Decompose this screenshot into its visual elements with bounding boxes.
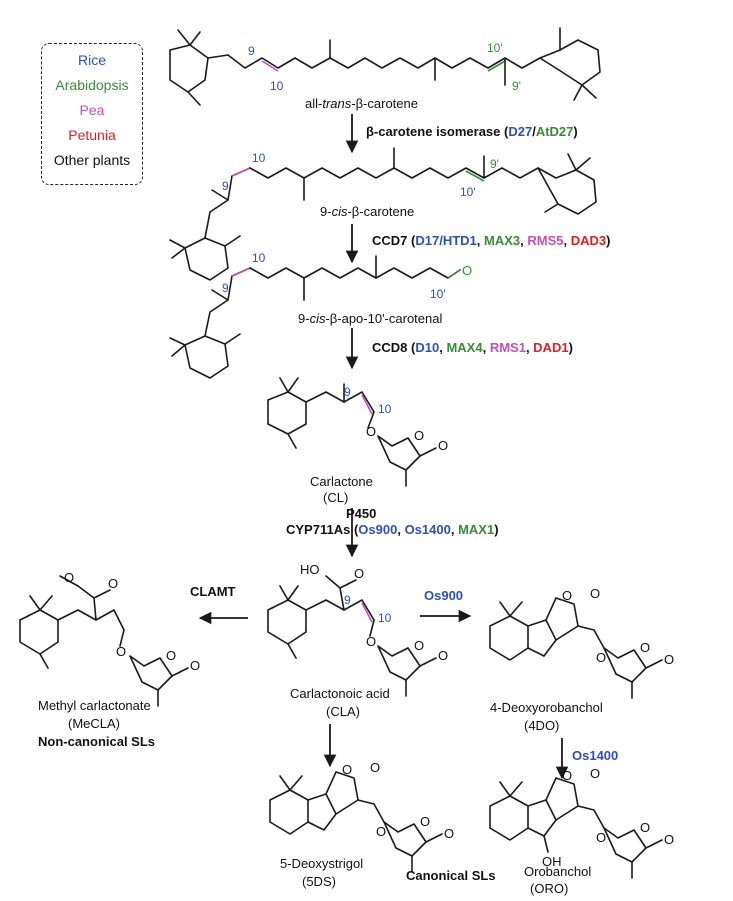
locant-9p-second: 9' (490, 157, 499, 171)
label-nine-cis-beta-carotene: 9-cis-β-carotene (320, 204, 414, 219)
carlactonoic-acid-structure (267, 575, 437, 697)
four-deoxyorobanchol-structure (489, 597, 663, 699)
enzyme-isomerase-label: β-carotene isomerase (D27/AtD27) (366, 124, 578, 139)
enzyme-os1400-label: Os1400 (572, 748, 618, 763)
locant-10-cl: 10 (378, 402, 392, 416)
legend-item-rice: Rice (77, 52, 106, 68)
legend-item-petunia: Petunia (68, 127, 116, 143)
atom-O-aldehyde: O (462, 263, 472, 278)
atom-O-oro-lactone: O (664, 832, 674, 847)
enzyme-clamt-label: CLAMT (190, 584, 236, 599)
legend-item-pea: Pea (79, 102, 105, 118)
label-apo-carotenal: 9-cis-β-apo-10'-carotenal (298, 311, 442, 326)
atom-O-5ds-ether: O (376, 824, 386, 839)
atom-O-cl-carbonyl: O (438, 438, 448, 453)
label-4-deoxyorobanchol-abbr: (4DO) (524, 718, 559, 733)
atom-O-mecla-ester: O (64, 570, 74, 585)
atom-O-5ds-ring: O (342, 762, 352, 777)
locant-10p-third: 10' (430, 287, 446, 301)
locant-9-cla: 9 (344, 593, 351, 607)
label-all-trans-beta-carotene: all-trans-β-carotene (305, 96, 418, 111)
label-carlactonoic-acid: Carlactonoic acid (290, 686, 390, 701)
atom-O-mecla-carbonyl: O (108, 576, 118, 591)
atom-O-mecla-ether: O (116, 644, 126, 659)
label-4-deoxyorobanchol: 4-Deoxyorobanchol (490, 700, 603, 715)
label-methyl-carlactonate-abbr: (MeCLA) (68, 716, 120, 731)
atom-O-4do-lactone: O (664, 652, 674, 667)
label-carlactonoic-acid-abbr: (CLA) (326, 704, 360, 719)
locant-10-top: 10 (270, 79, 284, 93)
locant-9-third: 9 (222, 281, 229, 295)
enzyme-os900-label: Os900 (424, 588, 463, 603)
atom-O-5ds-butenolide: O (420, 814, 430, 829)
atom-O-cl-ring: O (414, 428, 424, 443)
nine-cis-apo-carotenal-structure (169, 255, 461, 379)
enzyme-ccd7-label: CCD7 (D17/HTD1, MAX3, RMS5, DAD3) (372, 233, 610, 248)
enzyme-cyp711-label: CYP711As (Os900, Os1400, MAX1) (286, 522, 499, 537)
atom-O-4do-butenolide: O (640, 640, 650, 655)
locant-9-cl: 9 (344, 385, 351, 399)
locant-10-second: 10 (252, 151, 266, 165)
label-canonical-sls: Canonical SLs (406, 868, 496, 883)
label-orobanchol: Orobanchol (524, 864, 591, 879)
label-carlactone: Carlactone (310, 474, 373, 489)
atom-O-4do-ring: O (562, 588, 572, 603)
legend-item-other-plants: Other plants (53, 152, 131, 168)
enzyme-ccd8-label: CCD8 (D10, MAX4, RMS1, DAD1) (372, 340, 573, 355)
label-5-deoxystrigol: 5-Deoxystrigol (280, 856, 363, 871)
atom-O-oro-ether: O (596, 830, 606, 845)
label-5-deoxystrigol-abbr: (5DS) (302, 874, 336, 889)
enzyme-p450-label: P450 (346, 506, 376, 521)
atom-HO-cla: HO (300, 562, 320, 577)
label-carlactone-abbr: (CL) (323, 490, 348, 505)
label-methyl-carlactonate: Methyl carlactonate (38, 698, 151, 713)
atom-OH-oro: OH (542, 854, 562, 869)
atom-O-cl-ether: O (366, 424, 376, 439)
atom-O-mecla-lactone: O (190, 658, 200, 673)
locant-10-cla: 10 (378, 611, 392, 625)
atom-O-oro-ring: O (562, 768, 572, 783)
atom-O-5ds-carbonyl: O (370, 760, 380, 775)
species-legend: Rice Arabidopsis Pea Petunia Other plant… (41, 43, 143, 185)
atom-O-4do-carbonyl: O (590, 586, 600, 601)
atom-O-cla-ether: O (366, 634, 376, 649)
locant-9-second: 9 (222, 179, 229, 193)
atom-O-5ds-lactone: O (444, 826, 454, 841)
locant-10p-top: 10' (487, 41, 503, 55)
legend-item-arabidopsis: Arabidopsis (55, 77, 129, 93)
locant-10p-second: 10' (460, 185, 476, 199)
nine-cis-beta-carotene-structure (169, 147, 597, 281)
atom-O-oro-carbonyl: O (590, 766, 600, 781)
carlactone-structure (267, 377, 437, 487)
label-orobanchol-abbr: (ORO) (530, 881, 568, 896)
locant-9p-top: 9' (512, 79, 521, 93)
five-deoxystrigol-structure (269, 771, 443, 873)
atom-O-cla-carbonyl: O (438, 648, 448, 663)
label-non-canonical-sls: Non-canonical SLs (38, 734, 155, 749)
methyl-carlactonate-structure (19, 575, 189, 707)
atom-O-oro-butenolide: O (640, 820, 650, 835)
locant-10-third: 10 (252, 251, 266, 265)
atom-O-mecla-ring: O (166, 648, 176, 663)
orobanchol-structure (489, 777, 663, 879)
atom-O-cla-ring: O (414, 638, 424, 653)
atom-O-cla-acid: O (354, 566, 364, 581)
locant-9-top: 9 (248, 44, 255, 58)
atom-O-4do-ether: O (596, 650, 606, 665)
all-trans-beta-carotene-structure (169, 27, 601, 106)
